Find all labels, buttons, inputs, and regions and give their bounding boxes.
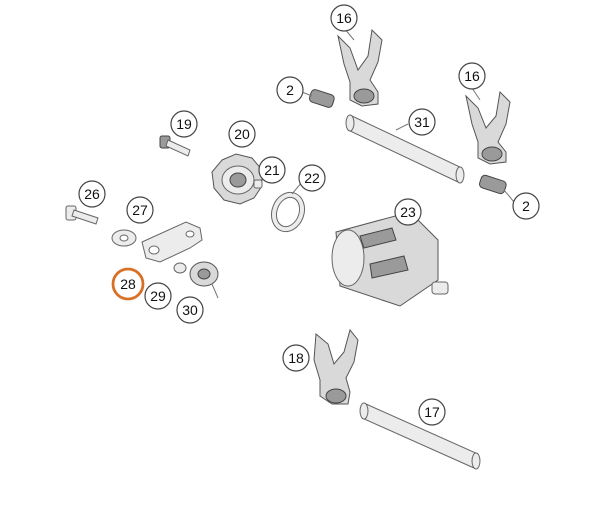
leader-31 (395, 123, 409, 131)
part-shift-fork-right (465, 90, 511, 165)
callout-label: 23 (400, 204, 416, 220)
callout-label: 18 (288, 350, 304, 366)
callout-23: 23 (394, 198, 422, 226)
part-shift-drum-23 (331, 211, 449, 307)
callout-17: 17 (418, 398, 446, 426)
part-shift-fork-upper (337, 28, 383, 107)
callout-22: 22 (298, 164, 326, 192)
callout-label: 16 (464, 68, 480, 84)
callout-16-upper: 16 (330, 4, 358, 32)
callout-label: 27 (132, 202, 148, 218)
part-washer-27 (111, 229, 137, 247)
part-shift-drum-star (211, 153, 263, 205)
part-spring-right (479, 174, 507, 195)
leader-2a (301, 91, 313, 97)
callout-20: 20 (228, 120, 256, 148)
part-bolt-19 (159, 135, 191, 157)
leader-16b (471, 87, 481, 101)
callout-31: 31 (408, 108, 436, 136)
callout-16-right: 16 (458, 62, 486, 90)
callout-label: 20 (234, 126, 250, 142)
callout-label: 26 (84, 186, 100, 202)
part-spring-upper (308, 89, 335, 108)
callout-label: 17 (424, 404, 440, 420)
callout-label: 19 (176, 116, 192, 132)
callout-label: 31 (414, 114, 430, 130)
leader-2b (503, 189, 515, 203)
callout-28-highlighted[interactable]: 28 (111, 267, 145, 301)
part-lever-28 (141, 221, 203, 263)
callout-19: 19 (170, 110, 198, 138)
callout-label: 2 (286, 82, 294, 98)
part-shift-fork-lower (313, 328, 359, 405)
callout-label: 2 (522, 198, 530, 214)
part-ring-22 (270, 191, 306, 233)
part-spring-30 (189, 261, 219, 299)
part-shaft-31 (345, 114, 465, 184)
callout-label: 16 (336, 10, 352, 26)
part-shaft-17 (359, 402, 481, 470)
callout-label: 22 (304, 170, 320, 186)
callout-21: 21 (258, 156, 286, 184)
callout-30: 30 (176, 296, 204, 324)
callout-2-upper: 2 (276, 76, 304, 104)
callout-2-right: 2 (512, 192, 540, 220)
callout-18: 18 (282, 344, 310, 372)
callout-27: 27 (126, 196, 154, 224)
part-pin-21 (253, 179, 263, 189)
part-washer-29 (173, 262, 187, 274)
callout-label: 29 (150, 288, 166, 304)
part-bolt-26 (65, 205, 99, 225)
callout-label: 30 (182, 302, 198, 318)
callout-26: 26 (78, 180, 106, 208)
callout-label: 21 (264, 162, 280, 178)
callout-label: 28 (120, 276, 136, 292)
callout-29: 29 (144, 282, 172, 310)
